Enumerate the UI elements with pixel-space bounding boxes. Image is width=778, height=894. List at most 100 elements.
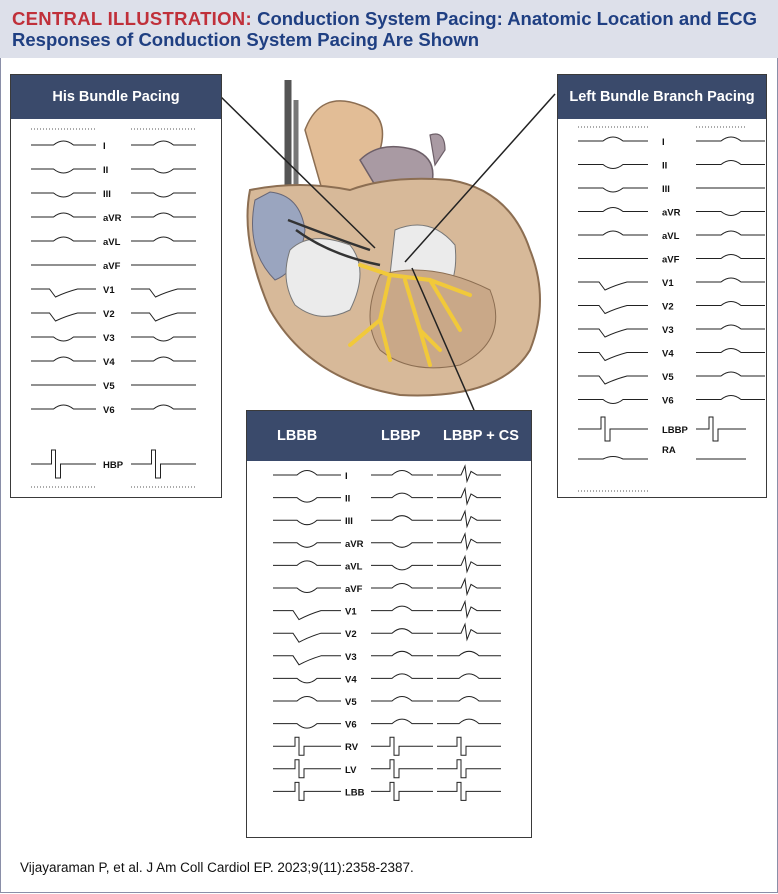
ecg-trace [437,599,501,619]
ecg-trace [437,736,501,756]
ecg-trace [696,395,765,400]
lead-label: II [345,494,350,505]
lead-label: aVR [345,539,364,550]
ecg-trace [696,371,765,377]
ecg-trace [31,336,96,342]
ecg-trace [696,348,765,353]
column-label-lbbb: LBBB [277,428,318,444]
ecg-trace [273,696,341,702]
ecg-trace [131,168,196,174]
lead-label: aVR [103,213,122,224]
ecg-trace [371,650,433,657]
pacing-trace [578,416,648,442]
lead-label: V2 [103,309,115,320]
ecg-trace [131,288,196,298]
lead-label: aVL [662,231,680,242]
lead-label: V3 [662,325,674,336]
ecg-trace [31,236,96,242]
ecg-trace [273,677,341,684]
ecg-trace [437,718,501,725]
ecg-trace [696,230,765,236]
ecg-trace [578,328,648,338]
ecg-trace [273,759,341,779]
ecg-trace [273,781,341,801]
ecg-trace [31,168,96,174]
ecg-trace [371,718,433,725]
lead-label: V1 [345,607,357,618]
ecg-trace [273,497,341,503]
ecg-trace [273,610,341,621]
comparison-panel-header: LBBB LBBP LBBP + CS [247,411,531,461]
ecg-trace [696,211,765,216]
ecg-trace [371,583,433,589]
lead-label: II [103,165,108,176]
ecg-trace [696,254,765,259]
ecg-trace [437,781,501,801]
ecg-trace [578,281,648,291]
banner-lead: CENTRAL ILLUSTRATION: [12,8,252,29]
ecg-trace [131,356,196,362]
ecg-trace [578,187,648,193]
lead-label: V2 [662,302,674,313]
lead-label: aVF [345,584,363,595]
lead-label: I [662,137,665,148]
ecg-trace [371,542,433,548]
ecg-trace [273,560,341,566]
ecg-trace [437,696,501,702]
lead-label: aVF [103,261,121,272]
ecg-trace [437,622,501,642]
ecg-trace [437,759,501,779]
ecg-trace [696,277,765,283]
ecg-trace [371,673,433,679]
ecg-trace [437,577,501,597]
ecg-trace [31,192,96,198]
ecg-trace [578,230,648,236]
ecg-trace [371,628,433,634]
ecg-trace [371,736,433,756]
lead-label: V1 [103,285,115,296]
ecg-trace [696,136,765,142]
ecg-trace [578,164,648,169]
ecg-trace [371,759,433,779]
ecg-trace [131,212,196,218]
ecg-trace [437,509,501,529]
ecg-trace [437,531,501,552]
ecg-trace [578,305,648,315]
lead-label: V1 [662,278,674,289]
ecg-trace [371,564,433,571]
ecg-trace [31,140,96,146]
his-panel-title: His Bundle Pacing [52,89,180,105]
ecg-trace [31,404,96,410]
lead-label: V6 [103,405,115,416]
ecg-trace [371,781,433,801]
lead-label: III [345,516,353,527]
lead-label: aVR [662,208,681,219]
ecg-trace [371,605,433,612]
ecg-trace [131,192,196,198]
ecg-trace [273,542,341,548]
ecg-trace [31,312,96,322]
ecg-trace [131,336,196,342]
ecg-trace [578,352,648,362]
lead-label: V5 [103,381,115,392]
lead-label: V3 [103,333,115,344]
ecg-trace [131,140,196,146]
lead-label: I [103,141,106,152]
lead-label: LBB [345,787,365,798]
ecg-trace [696,301,765,306]
ecg-trace [437,650,501,657]
lead-label: III [662,184,670,195]
lead-label: LV [345,765,357,776]
pacing-trace [131,449,196,479]
ecg-trace [131,236,196,242]
title-banner: CENTRAL ILLUSTRATION: Conduction System … [0,0,778,58]
ra-label: RA [662,445,676,456]
lead-label: aVL [103,237,121,248]
ecg-trace [273,519,341,526]
ecg-trace [273,632,341,643]
